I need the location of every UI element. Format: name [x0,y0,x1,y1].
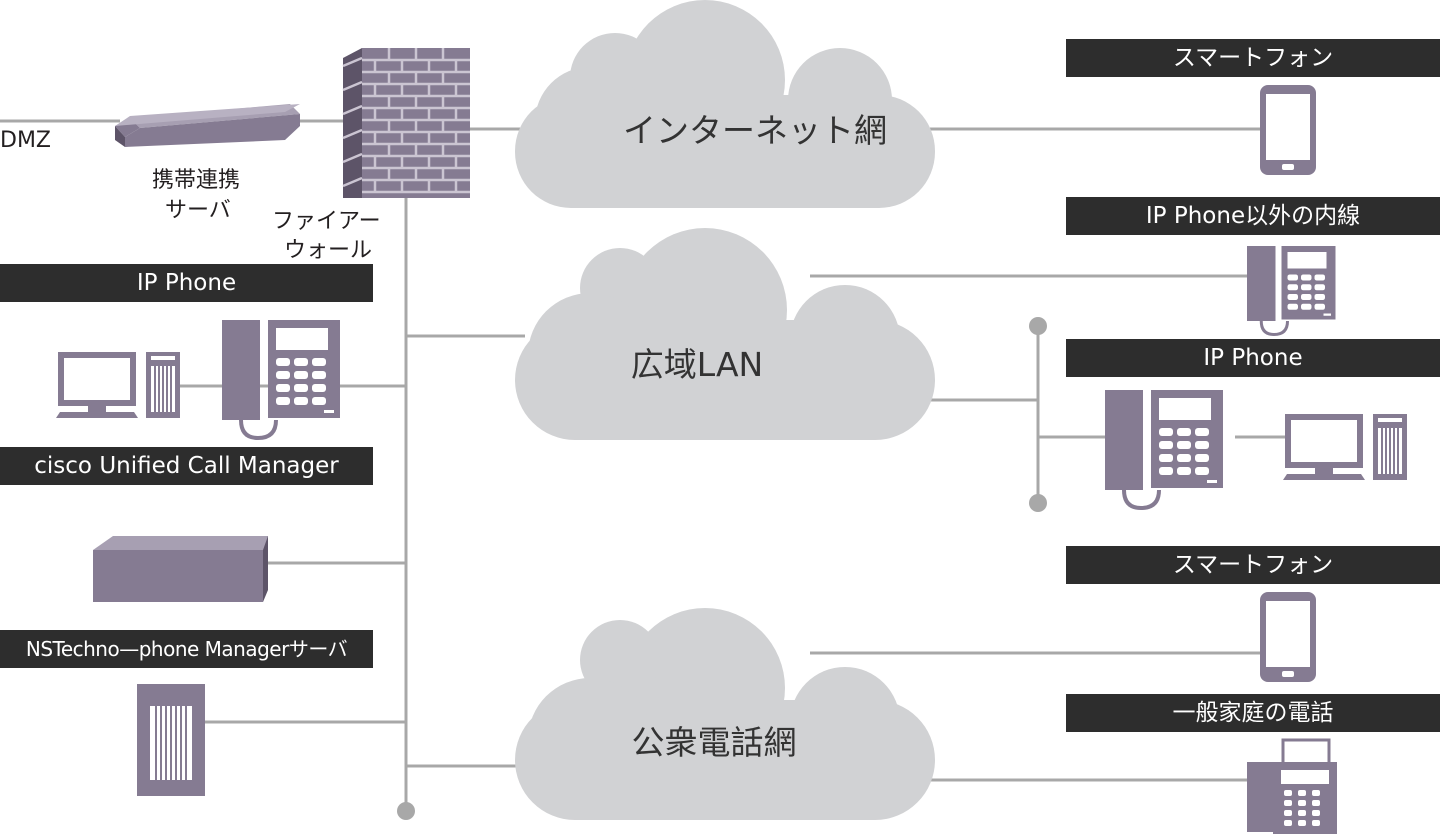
firewall-label-2: ウォール [284,238,373,263]
pstn-cloud-label: 公衆電話網 [631,723,797,762]
internet-cloud-label: インターネット網 [623,111,887,150]
extension-phone-icon [1245,244,1337,336]
pc-icon [55,351,181,419]
dmz-label: DMZ [0,128,51,153]
ip-phone-right-label: IP Phone [1066,339,1440,377]
home-phone-icon [1247,738,1337,834]
firewall-icon [342,48,470,198]
extension-label: IP Phone以外の内線 [1066,197,1440,235]
nstechno-server-icon [137,684,205,796]
smartphone-2-label: スマートフォン [1066,546,1440,584]
ip-phone-icon [220,318,342,440]
pstn-cloud [515,608,935,820]
mobile-server-label-2: サーバ [165,198,231,223]
wan-cloud [515,228,935,440]
wan-cloud-label: 広域LAN [630,345,764,384]
firewall-label-1: ファイアー [272,209,381,234]
ip-phone-label: IP Phone [0,264,373,302]
mobile-server-label-1: 携帯連携 [152,168,241,193]
ip-phone-right-icon [1103,388,1225,510]
smartphone-label: スマートフォン [1066,39,1440,77]
nstechno-label: NSTechno—phone Managerサーバ [0,630,373,668]
pc-right-icon [1282,413,1408,481]
home-phone-label: 一般家庭の電話 [1066,694,1440,732]
junction-dots [397,317,1047,820]
smartphone-icon [1260,85,1316,175]
mobile-link-server-icon [115,104,300,147]
internet-cloud [515,0,935,208]
connection-lines [0,119,1290,811]
cucm-label: cisco Unified Call Manager [0,447,373,485]
smartphone-2-icon [1260,592,1316,682]
call-manager-server-icon [93,536,268,602]
